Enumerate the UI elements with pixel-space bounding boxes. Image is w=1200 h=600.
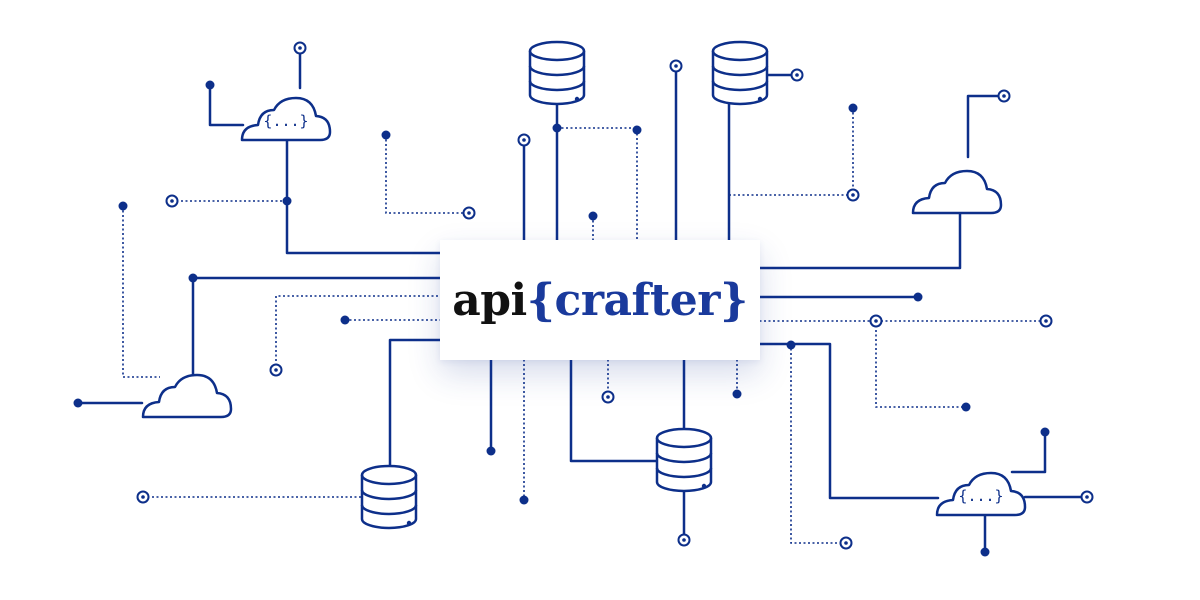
api-cloud-top-left: {...}	[240, 96, 332, 142]
connector-node-icon	[1040, 427, 1050, 437]
cloud-label: {...}	[263, 112, 308, 130]
cloud-icon	[911, 169, 1003, 215]
database-icon	[711, 40, 769, 106]
database-icon	[528, 40, 586, 106]
dotted-connectors	[122, 108, 1046, 544]
cloud-icon	[141, 373, 233, 419]
connector-node-icon	[632, 125, 642, 135]
connector-node-icon	[282, 196, 292, 206]
connector-nodes	[73, 80, 1050, 557]
connector-node-icon	[961, 402, 971, 412]
endpoint-ring-centers	[141, 46, 1089, 545]
connector-node-icon	[732, 389, 742, 399]
database-icon	[360, 464, 418, 530]
logo-prefix: api	[452, 274, 527, 326]
connector-node-icon	[552, 123, 562, 133]
logo-card: api{crafter}	[440, 240, 760, 360]
connector-node-icon	[205, 80, 215, 90]
connector-node-icon	[381, 130, 391, 140]
connector-node-icon	[188, 273, 198, 283]
connector-node-icon	[980, 547, 990, 557]
logo-suffix: {crafter}	[526, 274, 749, 326]
logo: api{crafter}	[452, 275, 748, 326]
connector-node-icon	[913, 292, 923, 302]
database-icon	[655, 427, 713, 493]
connector-node-icon	[118, 201, 128, 211]
connector-node-icon	[519, 495, 529, 505]
cloud-label: {...}	[958, 487, 1003, 505]
connector-node-icon	[848, 103, 858, 113]
cloud-top-right	[911, 169, 1003, 215]
api-cloud-bottom-right: {...}	[935, 471, 1027, 517]
cloud-left	[141, 373, 233, 419]
connector-node-icon	[73, 398, 83, 408]
connector-node-icon	[786, 340, 796, 350]
connector-node-icon	[340, 315, 350, 325]
connector-node-icon	[486, 446, 496, 456]
connector-node-icon	[588, 211, 598, 221]
solid-connectors	[76, 46, 1089, 554]
